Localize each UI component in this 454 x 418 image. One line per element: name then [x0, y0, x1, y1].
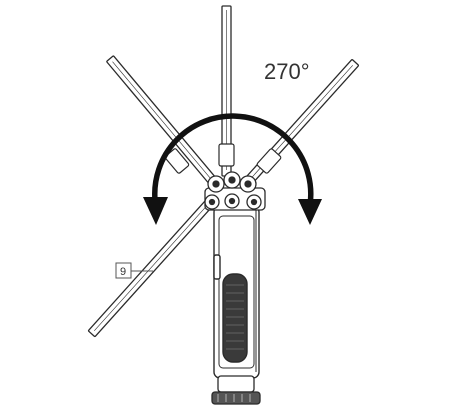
arms [87, 5, 359, 338]
arm-vertical [221, 5, 232, 177]
arm-lower-left [87, 196, 216, 338]
rotation-angle-label: 270° [264, 59, 310, 84]
callout: 9 [115, 262, 153, 279]
callout-number: 9 [120, 266, 126, 278]
arrowhead-right [298, 199, 322, 225]
hub [204, 171, 266, 211]
rotation-arrow [143, 113, 322, 225]
grip-pad [222, 273, 248, 363]
grip-texture [226, 284, 244, 350]
arrowhead-left [143, 197, 168, 225]
arm-collars [164, 143, 282, 174]
base-knob [211, 375, 261, 405]
handle-body [213, 205, 260, 379]
